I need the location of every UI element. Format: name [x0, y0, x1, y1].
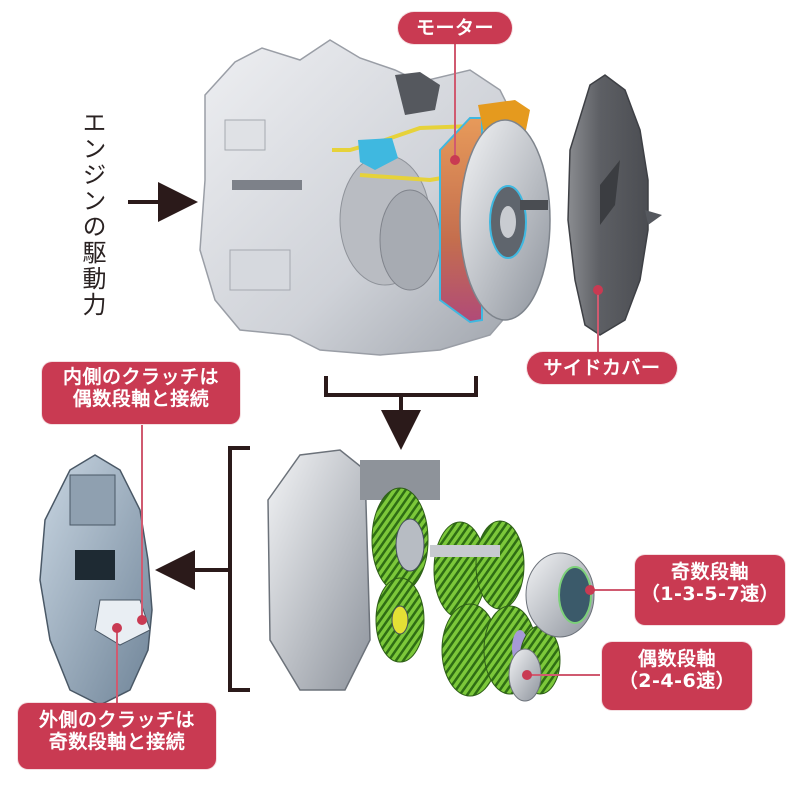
- clutch-piston: [69, 474, 116, 526]
- cover-embossing: [600, 160, 620, 225]
- housing-rib: [224, 119, 266, 151]
- valve-body: [358, 138, 398, 170]
- cover-tab: [645, 210, 662, 225]
- side-cover-label: サイドカバー: [527, 352, 677, 384]
- outer-clutch-label-line2: 奇数段軸と接続: [48, 731, 186, 754]
- odd-shaft-label-line1: 奇数段軸: [670, 561, 749, 583]
- even-shaft-pointer: [522, 670, 532, 680]
- dual-clutch: [39, 454, 153, 706]
- gear-train-bracket: [228, 446, 250, 692]
- clutch-cavity: [75, 550, 115, 580]
- motor-hub-center: [500, 206, 516, 238]
- outer-clutch-label: 外側のクラッチは 奇数段軸と接続: [18, 703, 216, 769]
- actuator: [395, 72, 440, 115]
- inner-clutch-label-line1: 内側のクラッチは: [62, 366, 219, 388]
- gear: [475, 520, 525, 610]
- outer-clutch-label-line1: 外側のクラッチは: [38, 709, 195, 731]
- input-shaft: [232, 180, 302, 190]
- clutch-plates: [94, 599, 151, 646]
- even-shaft-label-line1: 偶数段軸: [637, 648, 716, 670]
- gear-train: [267, 449, 595, 702]
- leader-lines: [112, 42, 635, 705]
- gear-hub: [395, 518, 425, 572]
- output-shaft: [520, 200, 548, 210]
- odd-shaft-label: 奇数段軸 （1-3-5-7速）: [635, 555, 785, 625]
- outer-clutch-pointer: [112, 623, 122, 633]
- motor-label: モーター: [398, 12, 512, 44]
- internal-gears: [379, 189, 441, 291]
- assembly-bracket: [324, 376, 478, 397]
- clutch-housing: [267, 449, 371, 691]
- inner-clutch-label: 内側のクラッチは 偶数段軸と接続: [42, 362, 240, 424]
- odd-shaft-bearing: [558, 566, 592, 624]
- inner-clutch-pointer: [137, 615, 147, 625]
- transmission-assembly: [199, 39, 551, 356]
- even-shaft-label-line2: （2-4-6速）: [618, 670, 736, 693]
- engine-input-label: エンジンの駆動力: [78, 110, 106, 318]
- even-shaft-label: 偶数段軸 （2-4-6速）: [602, 642, 752, 710]
- inner-clutch-label-line2: 偶数段軸と接続: [72, 388, 210, 411]
- odd-shaft-pointer: [585, 585, 595, 595]
- gear-hub: [391, 605, 409, 635]
- odd-shaft-label-line2: （1-3-5-7速）: [640, 583, 780, 606]
- motor-pointer: [450, 155, 460, 165]
- housing-rib: [229, 249, 291, 291]
- side-cover-pointer: [593, 285, 603, 295]
- side-cover: [567, 74, 662, 336]
- main-shaft: [430, 545, 500, 557]
